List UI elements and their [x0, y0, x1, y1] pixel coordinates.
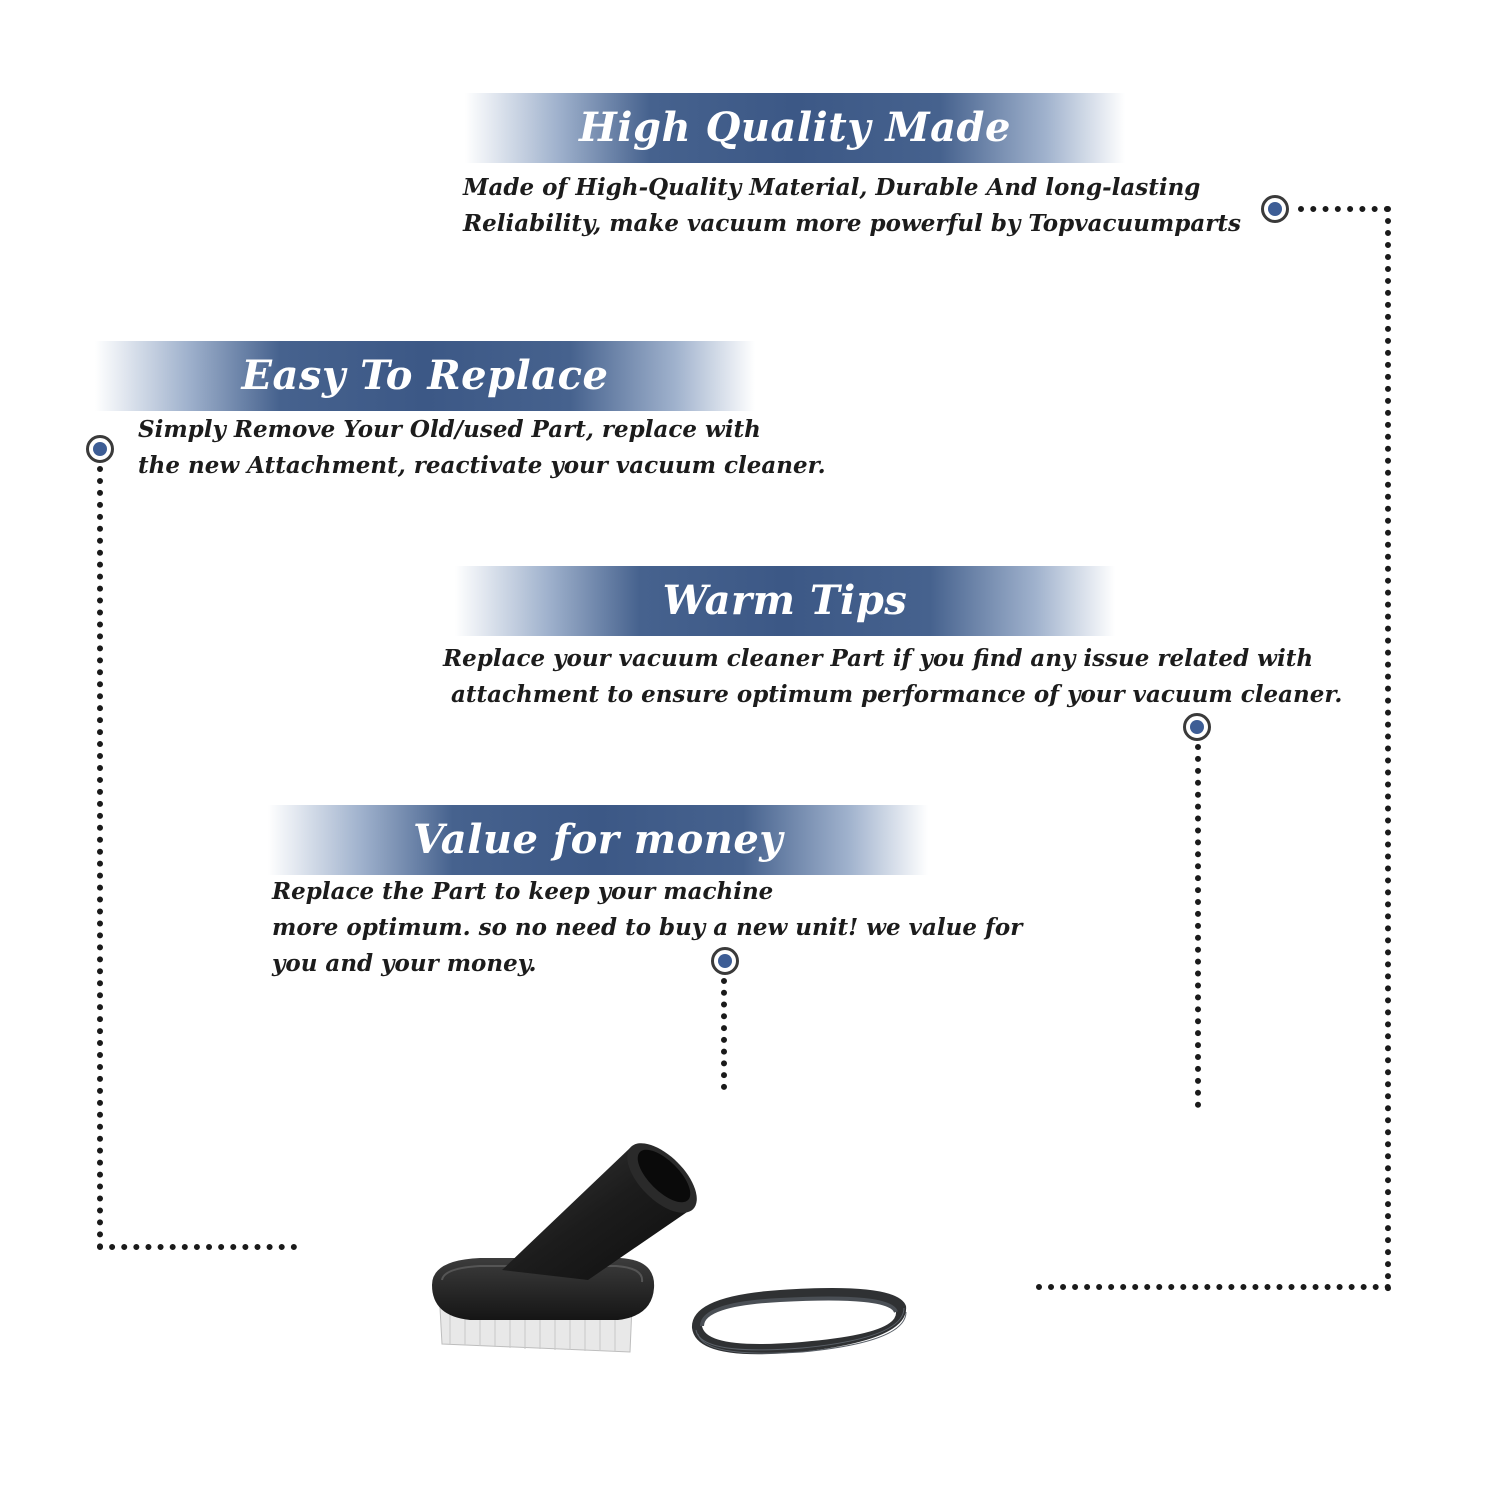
section-description: Made of High-Quality Material, Durable A… — [463, 170, 1241, 242]
connector-line — [721, 978, 727, 1090]
marker-dot-icon — [86, 435, 114, 463]
connector-line — [1385, 206, 1391, 1292]
banner-easy-to-replace: Easy To Replace — [95, 341, 755, 411]
marker-dot-icon — [1183, 713, 1211, 741]
connector-line — [1298, 206, 1390, 212]
description-line: Made of High-Quality Material, Durable A… — [463, 174, 1201, 201]
banner-value-for-money: Value for money — [268, 805, 928, 875]
connector-line — [97, 466, 103, 1250]
connector-line — [97, 1244, 297, 1250]
description-line: the new Attachment, reactivate your vacu… — [138, 452, 826, 479]
description-line: Replace your vacuum cleaner Part if you … — [443, 645, 1314, 672]
description-line: you and your money. — [272, 950, 537, 977]
section-title: Warm Tips — [662, 577, 908, 624]
banner-warm-tips: Warm Tips — [455, 566, 1115, 636]
drive-belt-icon — [691, 1288, 907, 1355]
description-line: Replace the Part to keep your machine — [272, 878, 774, 905]
connector-line — [1195, 744, 1201, 1108]
section-description: Simply Remove Your Old/used Part, replac… — [138, 412, 826, 484]
section-title: Easy To Replace — [241, 352, 609, 399]
section-description: Replace the Part to keep your machine mo… — [272, 874, 1022, 982]
description-line: attachment to ensure optimum performance… — [443, 681, 1343, 708]
description-line: Reliability, make vacuum more powerful b… — [463, 210, 1241, 237]
section-title: Value for money — [412, 816, 784, 863]
banner-high-quality: High Quality Made — [465, 93, 1125, 163]
connector-line — [1036, 1284, 1391, 1290]
description-line: Simply Remove Your Old/used Part, replac… — [138, 416, 761, 443]
section-title: High Quality Made — [579, 104, 1011, 151]
product-illustration — [432, 1143, 907, 1355]
description-line: more optimum. so no need to buy a new un… — [272, 914, 1023, 941]
dusting-brush-icon — [432, 1143, 697, 1353]
marker-dot-icon — [711, 947, 739, 975]
marker-dot-icon — [1261, 195, 1289, 223]
section-description: Replace your vacuum cleaner Part if you … — [443, 641, 1342, 713]
